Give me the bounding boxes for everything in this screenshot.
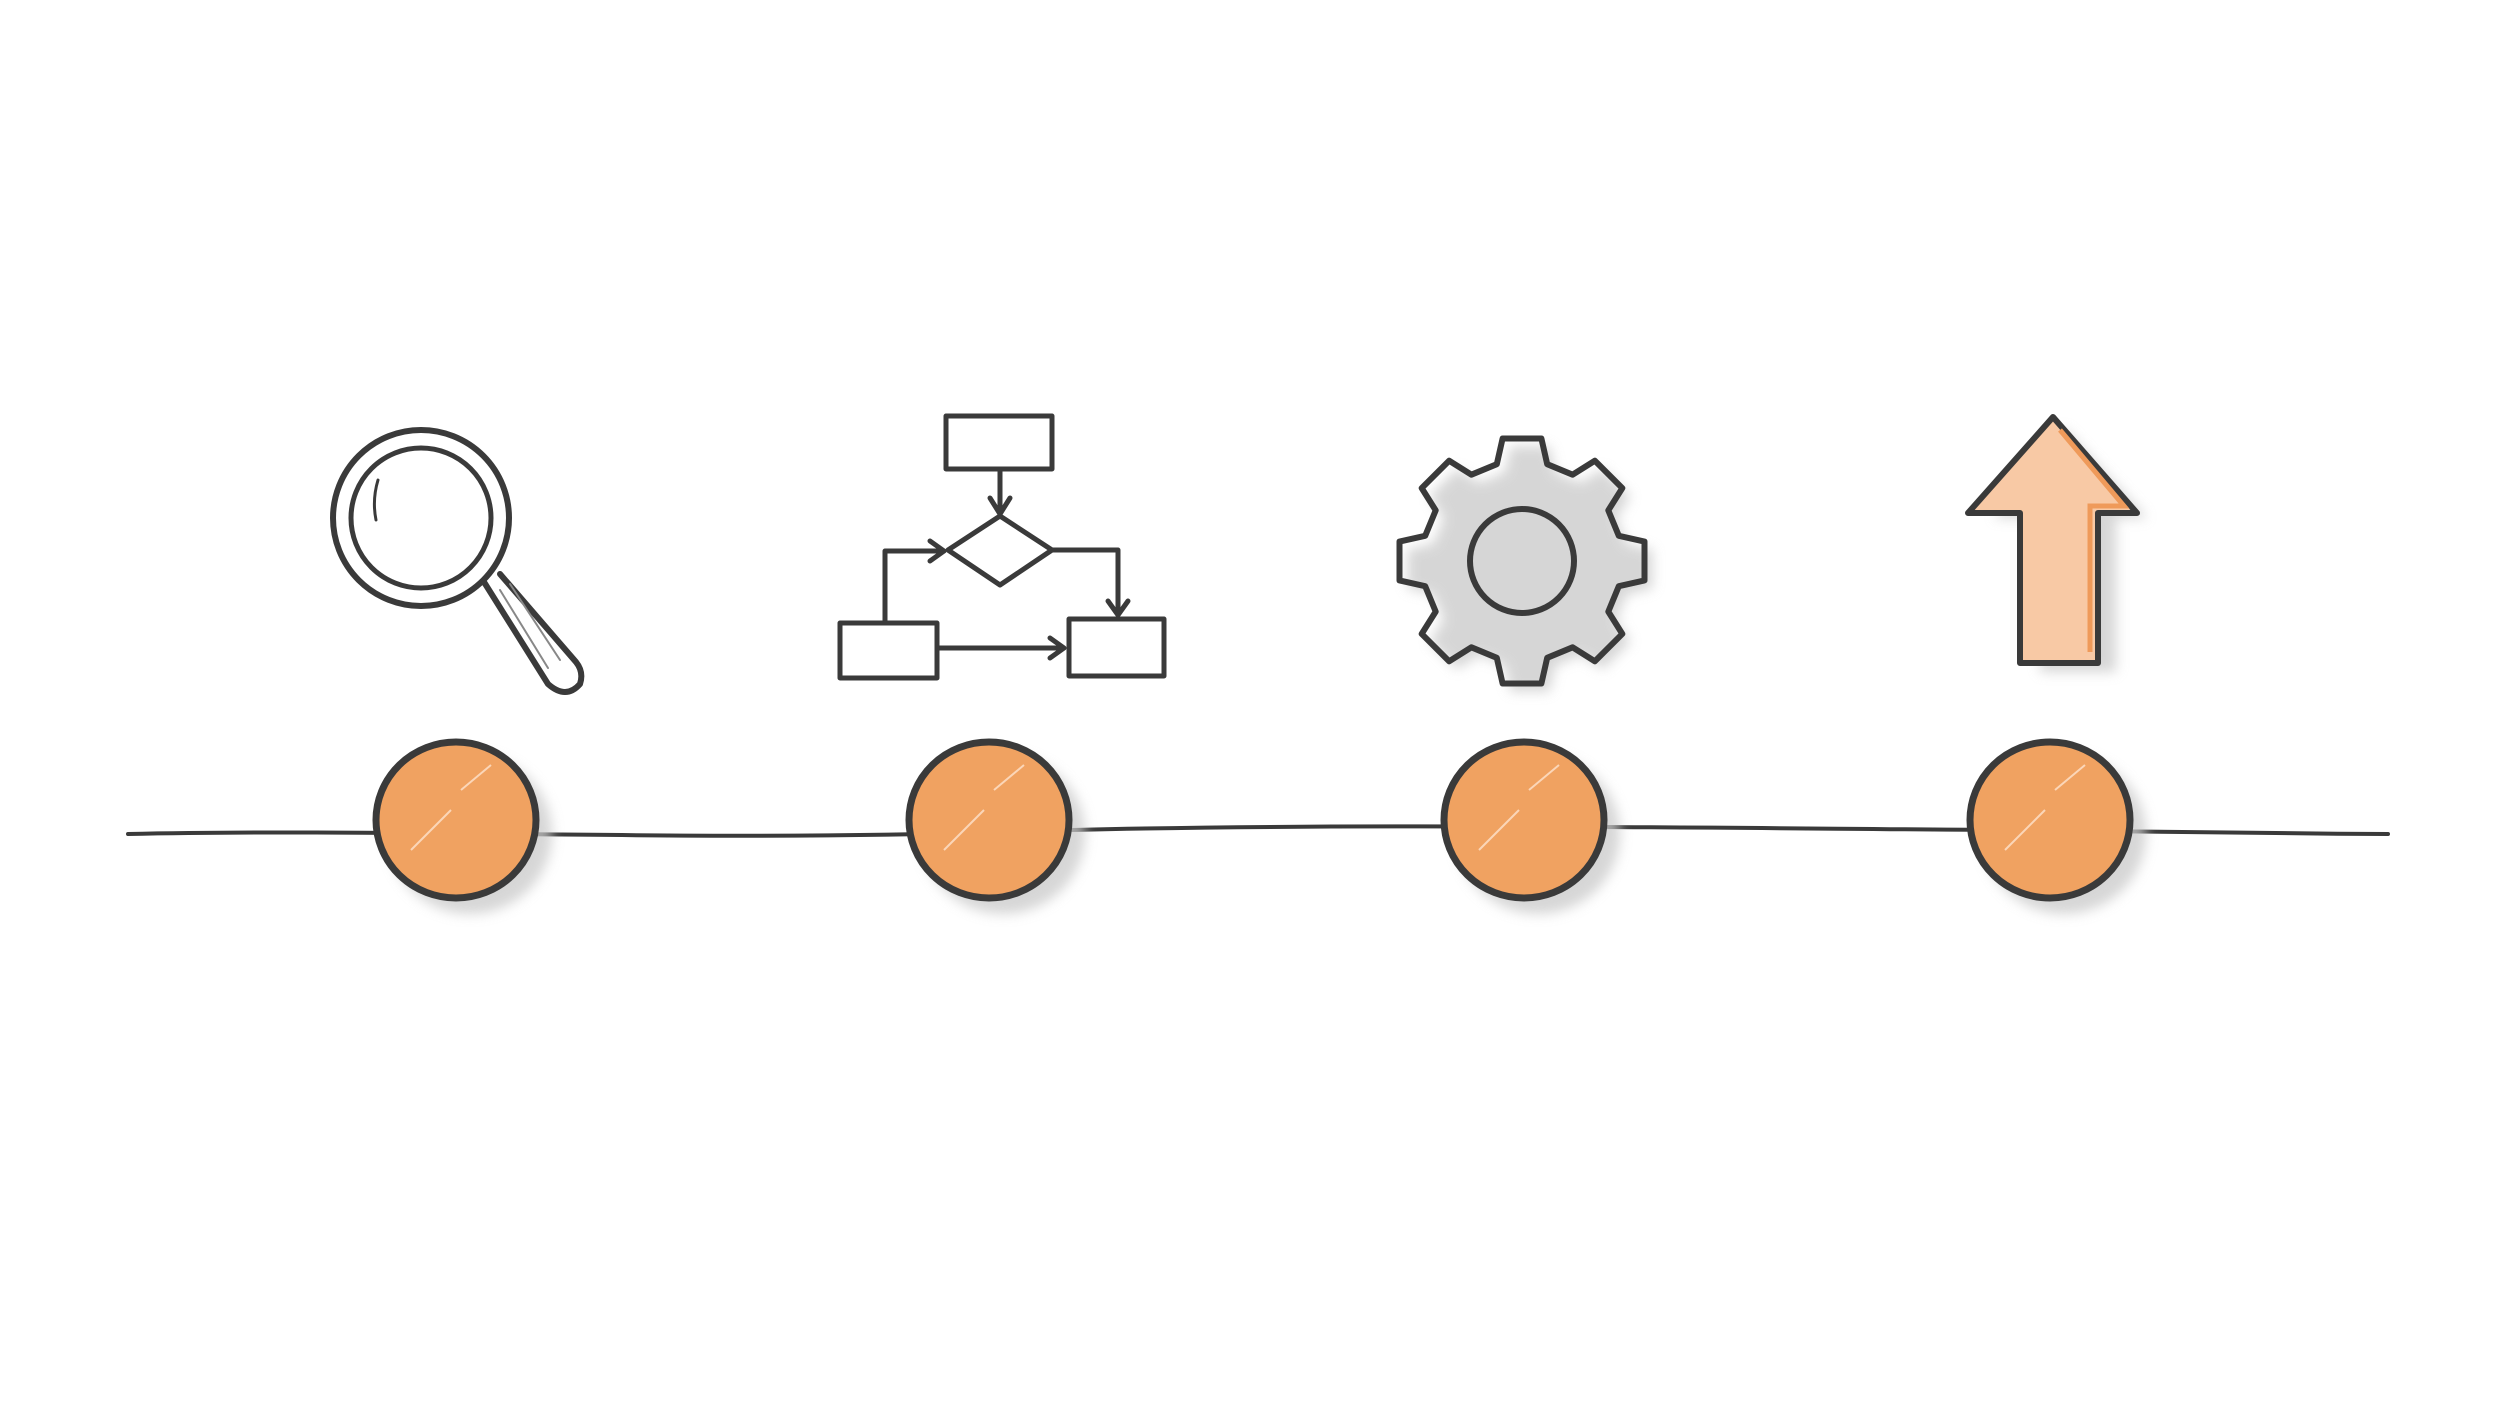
up-arrow-icon [1965, 414, 2147, 672]
node-circle [905, 738, 1073, 902]
flowchart-icon [837, 413, 1167, 681]
magnifying-glass-icon [330, 427, 585, 695]
node-highlight [1478, 764, 1560, 851]
timeline-node-2 [905, 738, 1085, 914]
node-circle [1440, 738, 1608, 902]
timeline-node-3 [1440, 738, 1620, 914]
node-circle [1966, 738, 2134, 902]
node-highlight [943, 764, 1025, 851]
timeline-node-1 [372, 738, 552, 914]
timeline-node-4 [1966, 738, 2146, 914]
node-highlight [410, 764, 492, 851]
gear-hole [1467, 506, 1577, 616]
gear-outline [1396, 435, 1648, 687]
node-highlight [2004, 764, 2086, 851]
node-circle [372, 738, 540, 902]
gear-shadow [1407, 446, 1653, 692]
gear-icon [1396, 435, 1653, 692]
